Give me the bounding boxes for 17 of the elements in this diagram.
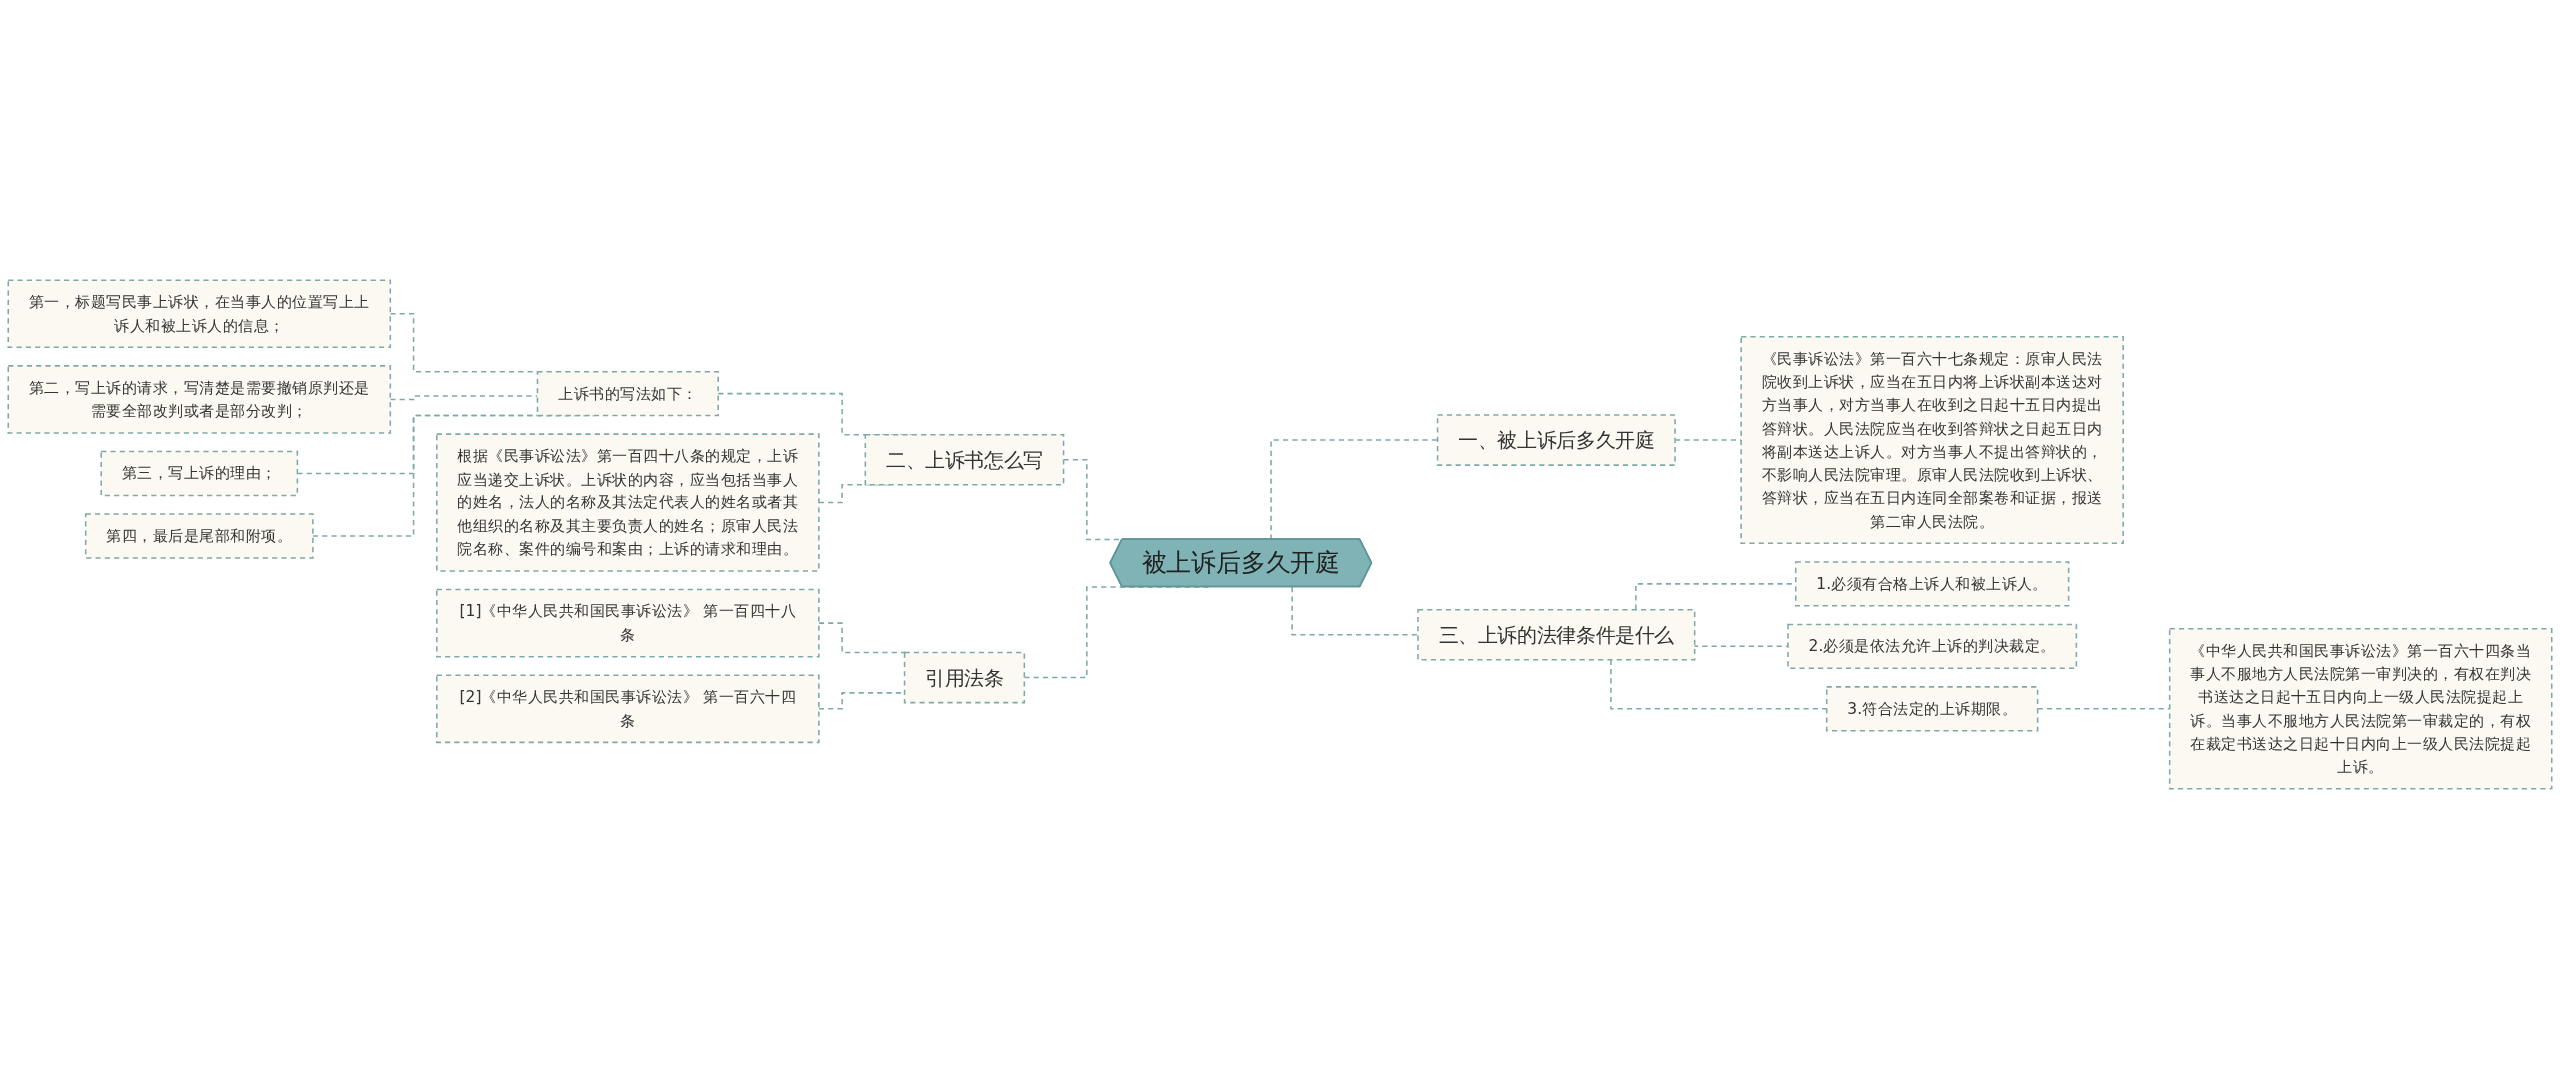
node-box: 二、上诉书怎么写 bbox=[864, 433, 1065, 486]
node-box: 一、被上诉后多久开庭 bbox=[1436, 414, 1676, 466]
node-box: [1]《中华人民共和国民事诉讼法》 第一百四十八条 bbox=[436, 588, 820, 658]
node-box: [2]《中华人民共和国民事诉讼法》 第一百六十四条 bbox=[436, 674, 820, 744]
node-box: 1.必须有合格上诉人和被上诉人。 bbox=[1794, 561, 2070, 607]
node-box: 上诉书的写法如下： bbox=[536, 370, 719, 417]
node-box: 第一，标题写民事上诉状，在当事人的位置写上上诉人和被上诉人的信息； bbox=[7, 279, 392, 349]
node-box: 第二，写上诉的请求，写清楚是需要撤销原判还是需要全部改判或者是部分改判； bbox=[7, 365, 392, 434]
node-box: 根据《民事诉讼法》第一百四十八条的规定，上诉应当递交上诉状。上诉状的内容，应当包括当事人的姓名，法人的名称及其法定代表人的姓名或者其他组织的名称及其主要负责人的姓名；原审人民法院名称、案件的编号和案由；上诉的请求和理由。 bbox=[436, 433, 820, 572]
node-box: 三、上诉的法律条件是什么 bbox=[1417, 608, 1696, 661]
node-box: 第三，写上诉的理由； bbox=[100, 450, 299, 497]
node-box: 《中华人民共和国民事诉讼法》第一百六十四条当事人不服地方人民法院第一审判决的，有权在判决书送达之日起十五日内向上一级人民法院提起上诉。当事人不服地方人民法院第一审裁定的，有权在裁定书送达之日起十日内向上一级人民法院提起上诉。 bbox=[2168, 628, 2553, 790]
node-box: 《民事诉讼法》第一百六十七条规定：原审人民法院收到上诉状，应当在五日内将上诉状副本送达对方当事人，对方当事人在收到之日起十五日内提出答辩状。人民法院应当在收到答辩状之日起五日内将副本送达上诉人。对方当事人不提出答辩状的，不影响人民法院审理。原审人民法院收到上诉状、答辩状，应当在五日内连同全部案卷和证据，报送第二审人民法院。 bbox=[1740, 336, 2124, 545]
node-box: 3.符合法定的上诉期限。 bbox=[1825, 686, 2039, 732]
node-box: 第四，最后是尾部和附项。 bbox=[84, 513, 314, 559]
node-box: 引用法条 bbox=[903, 651, 1026, 704]
node-box: 2.必须是依法允许上诉的判决裁定。 bbox=[1787, 623, 2078, 670]
